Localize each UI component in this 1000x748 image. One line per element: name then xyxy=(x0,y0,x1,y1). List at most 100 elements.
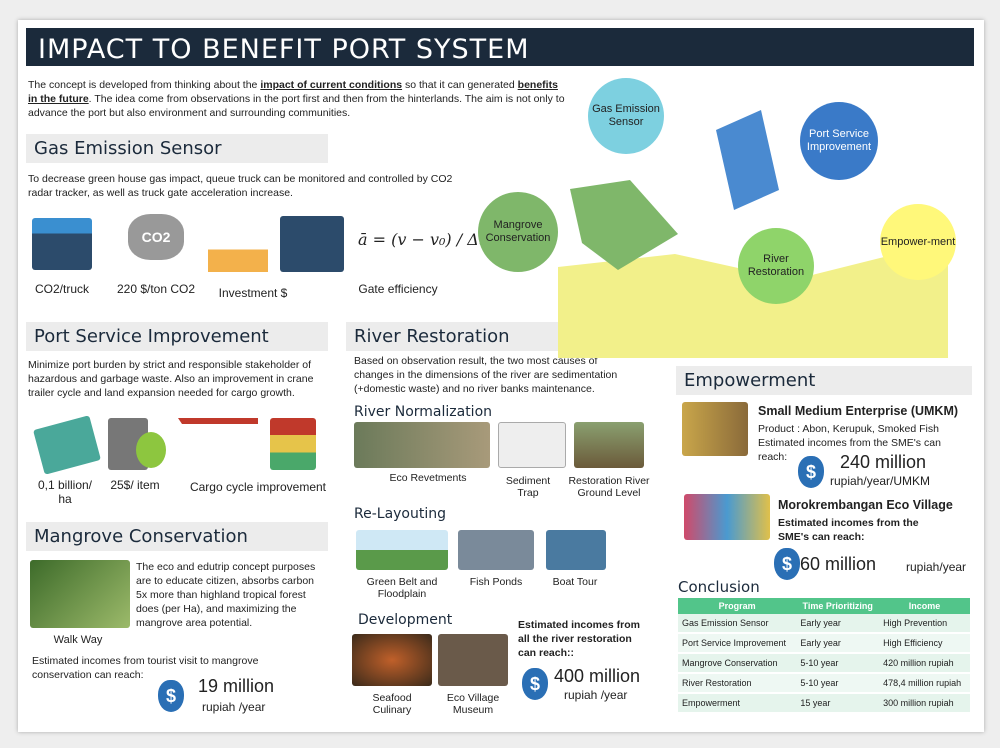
money-bag-icon: $ xyxy=(798,456,824,488)
cell: Empowerment xyxy=(678,693,797,714)
museum-photo xyxy=(438,634,508,686)
empowerment-heading: Empowerment xyxy=(676,366,972,395)
norm-item: Eco Revetments xyxy=(389,472,467,484)
dev-item: Eco Village Museum xyxy=(446,692,500,716)
co2-cloud-icon: CO2 xyxy=(128,214,184,260)
norm-item: Sediment Trap xyxy=(505,475,551,499)
gas-heading: Gas Emission Sensor xyxy=(26,134,328,163)
mangrove-text: The eco and edutrip concept purposes are… xyxy=(136,561,316,629)
norm-item: Restoration River Ground Level xyxy=(568,475,650,499)
restoration-photo xyxy=(574,422,644,468)
recycle-bag-icon xyxy=(136,432,166,468)
port-item: 25$/ item xyxy=(110,478,160,492)
map-circle-empowerment: Empower-ment xyxy=(880,204,956,280)
map-circle-mangrove: Mangrove Conservation xyxy=(478,192,558,272)
eco-amount: 60 million xyxy=(800,554,877,574)
intro-text: The concept is developed from thinking a… xyxy=(28,78,568,120)
eco-unit: rupiah/year xyxy=(906,560,967,574)
column-header: Time Prioritizing xyxy=(796,598,880,614)
development-heading: Development xyxy=(358,612,453,628)
gas-item: 220 $/ton CO2 xyxy=(116,282,196,296)
investment-tower-icon xyxy=(208,216,268,272)
cell: Early year xyxy=(796,633,880,654)
conclusion-heading: Conclusion xyxy=(678,578,760,596)
page-title: IMPACT TO BENEFIT PORT SYSTEM xyxy=(26,28,974,66)
cell: Mangrove Conservation xyxy=(678,653,797,674)
relayout-item: Green Belt and Floodplain xyxy=(366,576,438,600)
sme-title: Small Medium Enterprise (UMKM) xyxy=(758,404,959,418)
intro-part: so that it can generated xyxy=(402,79,518,91)
green-belt-image xyxy=(356,530,448,570)
acceleration-formula: ā = (v − v₀) / Δt xyxy=(358,230,486,249)
money-bag-icon: $ xyxy=(774,548,800,580)
river-unit: rupiah /year xyxy=(564,688,628,702)
relayout-item: Fish Ponds xyxy=(469,576,523,588)
dev-item: Seafood Culinary xyxy=(372,692,412,716)
intro-part: . The idea come from observations in the… xyxy=(28,93,565,119)
seafood-photo xyxy=(352,634,432,686)
money-bag-icon: $ xyxy=(158,680,184,712)
sme-amount: 240 million xyxy=(840,452,927,472)
port-heading: Port Service Improvement xyxy=(26,322,328,351)
gas-item: CO2/truck xyxy=(34,282,89,296)
port-text: Minimize port burden by strict and respo… xyxy=(28,359,314,399)
mangrove-heading: Mangrove Conservation xyxy=(26,522,328,551)
river-normalization-heading: River Normalization xyxy=(354,404,493,420)
column-header: Income xyxy=(879,598,970,614)
walkway-photo xyxy=(30,560,130,628)
gas-text: To decrease green house gas impact, queu… xyxy=(28,173,453,199)
eco-village-income: Estimated incomes from the SME's can rea… xyxy=(778,517,919,543)
poster: IMPACT TO BENEFIT PORT SYSTEM The concep… xyxy=(18,20,984,732)
intro-part: The concept is developed from thinking a… xyxy=(28,79,261,91)
sme-product: Product : Abon, Kerupuk, Smoked Fish xyxy=(758,423,939,435)
walkway-caption: Walk Way xyxy=(53,634,103,646)
cell: High Efficiency xyxy=(879,633,970,654)
port-item: Cargo cycle improvement xyxy=(189,480,327,494)
fish-ponds-photo xyxy=(458,530,534,570)
sme-products-photo xyxy=(682,402,748,456)
sediment-trap-diagram xyxy=(498,422,566,468)
money-bag-icon: $ xyxy=(522,668,548,700)
eco-village-title: Morokrembangan Eco Village xyxy=(778,498,953,512)
cell: Gas Emission Sensor xyxy=(678,614,797,634)
cell: Port Service Improvement xyxy=(678,633,797,654)
hazardous-waste-icon xyxy=(33,415,101,475)
sme-income: Estimated incomes from the SME's can rea… xyxy=(758,437,941,463)
map-circle-river: River Restoration xyxy=(738,228,814,304)
river-amount: 400 million xyxy=(554,666,641,686)
boat-tour-photo xyxy=(546,530,606,570)
cell: 300 million rupiah xyxy=(879,693,970,714)
gas-item: Gate efficiency xyxy=(358,282,438,296)
containers-icon xyxy=(270,418,316,470)
truck-icon xyxy=(32,218,92,270)
gas-item: Investment $ xyxy=(218,286,288,300)
river-heading: River Restoration xyxy=(346,322,586,351)
mangrove-income-text: Estimated incomes from tourist visit to … xyxy=(32,655,259,681)
cell: 5-10 year xyxy=(796,673,880,694)
column-header: Program xyxy=(678,598,797,614)
intro-bold: impact of current conditions xyxy=(260,79,403,91)
cell: Early year xyxy=(796,614,880,634)
map-port-area xyxy=(716,110,779,210)
relayout-heading: Re-Layouting xyxy=(354,506,447,522)
cell: 478,4 million rupiah xyxy=(879,673,970,694)
map-circle-port: Port Service Improvement xyxy=(800,102,878,180)
cell: High Prevention xyxy=(879,614,970,634)
cell: 15 year xyxy=(796,693,880,714)
map-circle-gas: Gas Emission Sensor xyxy=(588,78,664,154)
eco-revetments-photo xyxy=(354,422,490,468)
cell: 420 million rupiah xyxy=(879,653,970,674)
eco-village-photo xyxy=(684,494,770,540)
river-income-text: Estimated incomes from all the river res… xyxy=(518,619,640,659)
relayout-item: Boat Tour xyxy=(552,576,598,588)
port-item: 0,1 billion/ ha xyxy=(37,478,93,506)
cell: River Restoration xyxy=(678,673,797,694)
mangrove-unit: rupiah /year xyxy=(202,700,266,714)
sme-unit: rupiah/year/UMKM xyxy=(830,474,931,488)
cell: 5-10 year xyxy=(796,653,880,674)
